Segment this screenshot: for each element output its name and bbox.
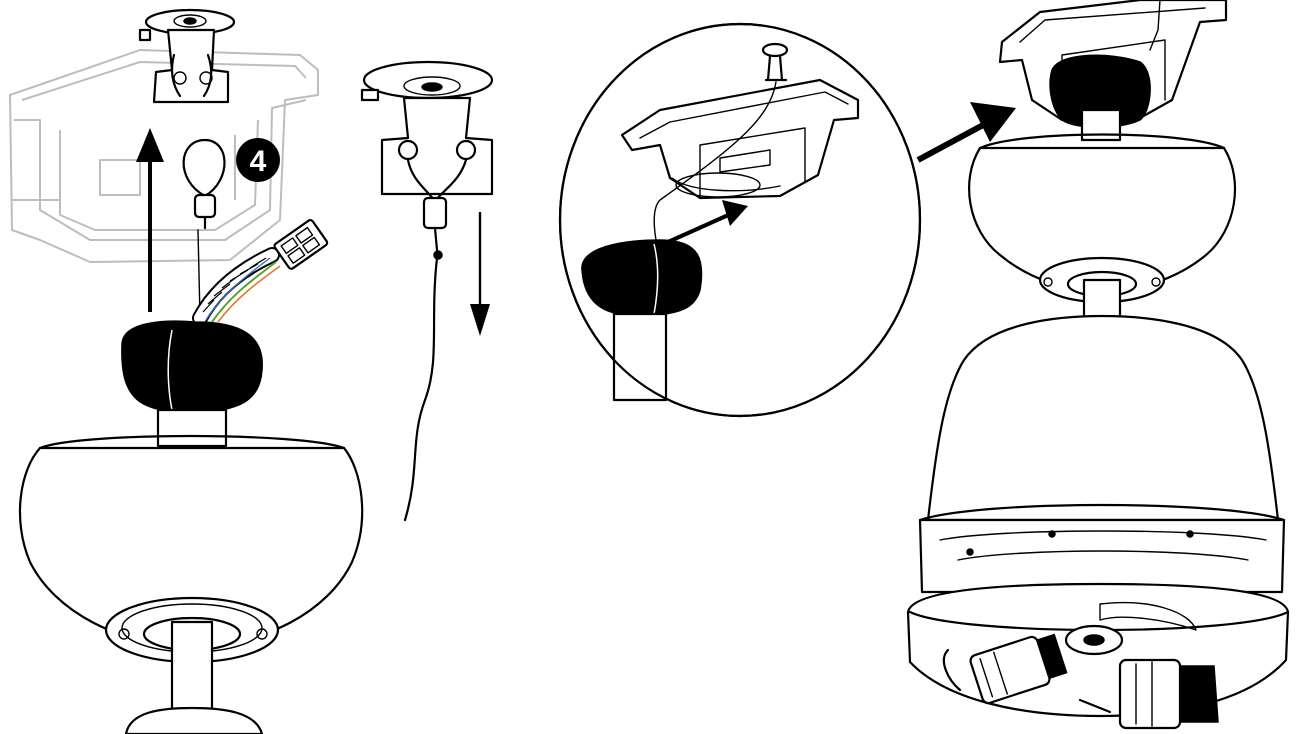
zoom-connector-arrow	[916, 102, 1016, 163]
panel-release-cable	[360, 60, 494, 522]
panel-fan-hung	[906, 0, 1290, 730]
black-hanger-ball	[121, 320, 263, 413]
step-number-label: 4	[250, 145, 267, 178]
panel-hang-fan-on-hook: 4	[9, 8, 364, 734]
fan-black-ball	[1049, 54, 1151, 142]
fan-canopy-dome	[968, 133, 1236, 322]
ghost-mounting-bracket	[9, 49, 319, 263]
wire-bundle-with-plug	[192, 219, 329, 326]
pull-down-arrow	[470, 212, 490, 336]
detail-pointer-arrow	[667, 200, 748, 244]
detail-black-ball	[581, 239, 703, 402]
detail-screw	[761, 42, 789, 82]
canopy-hook-holder-2	[360, 60, 494, 522]
motor-canopy-dome	[18, 408, 364, 734]
fan-motor-housing	[918, 314, 1286, 594]
panel-detail-circle	[558, 22, 922, 418]
canopy-hook-holder	[138, 8, 236, 104]
lift-up-arrow	[136, 128, 164, 312]
light-socket-right	[1078, 658, 1219, 730]
fan-light-plate	[906, 582, 1290, 718]
light-socket-left	[942, 633, 1068, 705]
step-number-badge: 4	[236, 138, 280, 182]
safety-loop-cable	[182, 138, 226, 319]
